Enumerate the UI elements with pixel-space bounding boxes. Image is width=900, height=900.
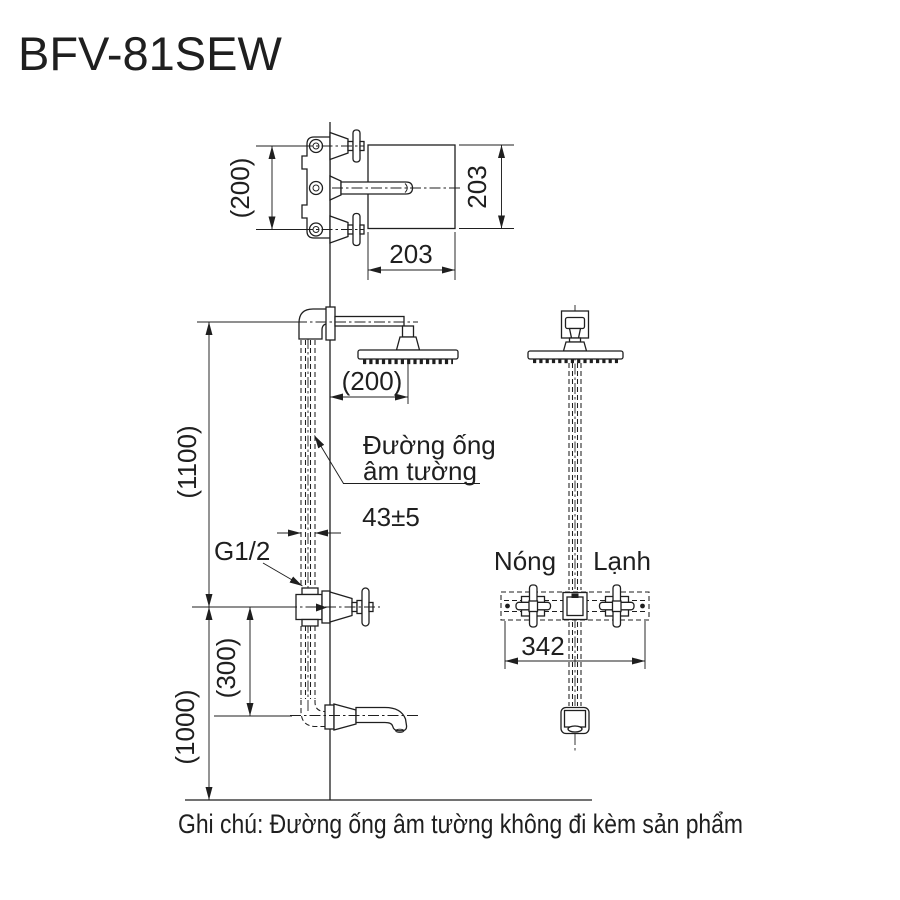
thread-label: G1/2 (214, 536, 303, 587)
spout-outlet (567, 725, 583, 733)
dim-label: (200) (225, 158, 255, 219)
hot-handle-front (515, 584, 552, 628)
face-view: Nóng Lạnh (494, 305, 651, 752)
dim-spout-offset: (300) (192, 606, 294, 717)
dim-label: (300) (211, 638, 241, 699)
mount-hole (640, 603, 645, 609)
hot-label: Nóng (494, 546, 556, 576)
shower-head-side (357, 349, 459, 360)
outlet-arrow (316, 603, 327, 612)
diverter-body-front (562, 591, 588, 621)
dim-plan-handle-spacing: (200) (225, 145, 302, 230)
leader-arrow (314, 435, 344, 484)
dim-shower-height: (1100) (172, 322, 213, 607)
spout-side (300, 700, 408, 733)
dim-valve-width: 342 (504, 621, 646, 669)
pipe-label-line1: Đường ống (363, 430, 496, 460)
product-code-title: BFV-81SEW (18, 27, 282, 80)
top-view: (200) 203 203 (225, 129, 514, 280)
dim-label: 43±5 (362, 502, 420, 532)
wall-flange (324, 704, 335, 730)
cold-handle-front (598, 584, 635, 628)
shower-arm-side (298, 306, 459, 365)
concealed-pipe-label: Đường ống âm tường (314, 430, 496, 486)
leader-arrow (262, 562, 303, 587)
dim-plan-head-width: 203 (367, 232, 456, 280)
dim-label: (1100) (172, 425, 202, 498)
dim-label: 203 (462, 165, 492, 208)
dim-pipe-offset: 43±5 (277, 502, 420, 537)
spout-outlet (395, 728, 405, 733)
shower-head-front (527, 310, 624, 364)
wall-flange (325, 306, 336, 341)
valve-port (308, 180, 324, 196)
valve-front (500, 584, 650, 628)
dim-label: (200) (342, 366, 403, 396)
mount-hole (505, 603, 510, 609)
index-mark (571, 593, 579, 598)
spout-nose (355, 706, 408, 732)
dim-label: 203 (389, 239, 432, 269)
hidden-elbow (300, 700, 330, 728)
head-plate (527, 350, 624, 360)
arm (334, 315, 405, 327)
dim-arm-reach: (200) (197, 321, 409, 404)
front-view: (200) Đường ống âm tường 43±5 G1/2 (170, 306, 496, 800)
dim-label: (1000) (170, 689, 200, 764)
dim-valve-height: (1000) (170, 607, 213, 800)
pipe-label-line2: âm tường (363, 456, 477, 486)
spout-front (560, 706, 590, 735)
spout-base (333, 703, 357, 731)
dim-label: 342 (521, 631, 564, 661)
thread-label-text: G1/2 (214, 536, 270, 566)
footnote: Ghi chú: Đường ống âm tường không đi kèm… (178, 809, 743, 839)
dim-plan-head-depth: 203 (459, 144, 514, 229)
cold-label: Lạnh (593, 546, 651, 576)
concealed-pipe (300, 338, 316, 712)
head-connector (562, 341, 588, 352)
elbow (298, 308, 330, 340)
head-connector (401, 325, 415, 338)
